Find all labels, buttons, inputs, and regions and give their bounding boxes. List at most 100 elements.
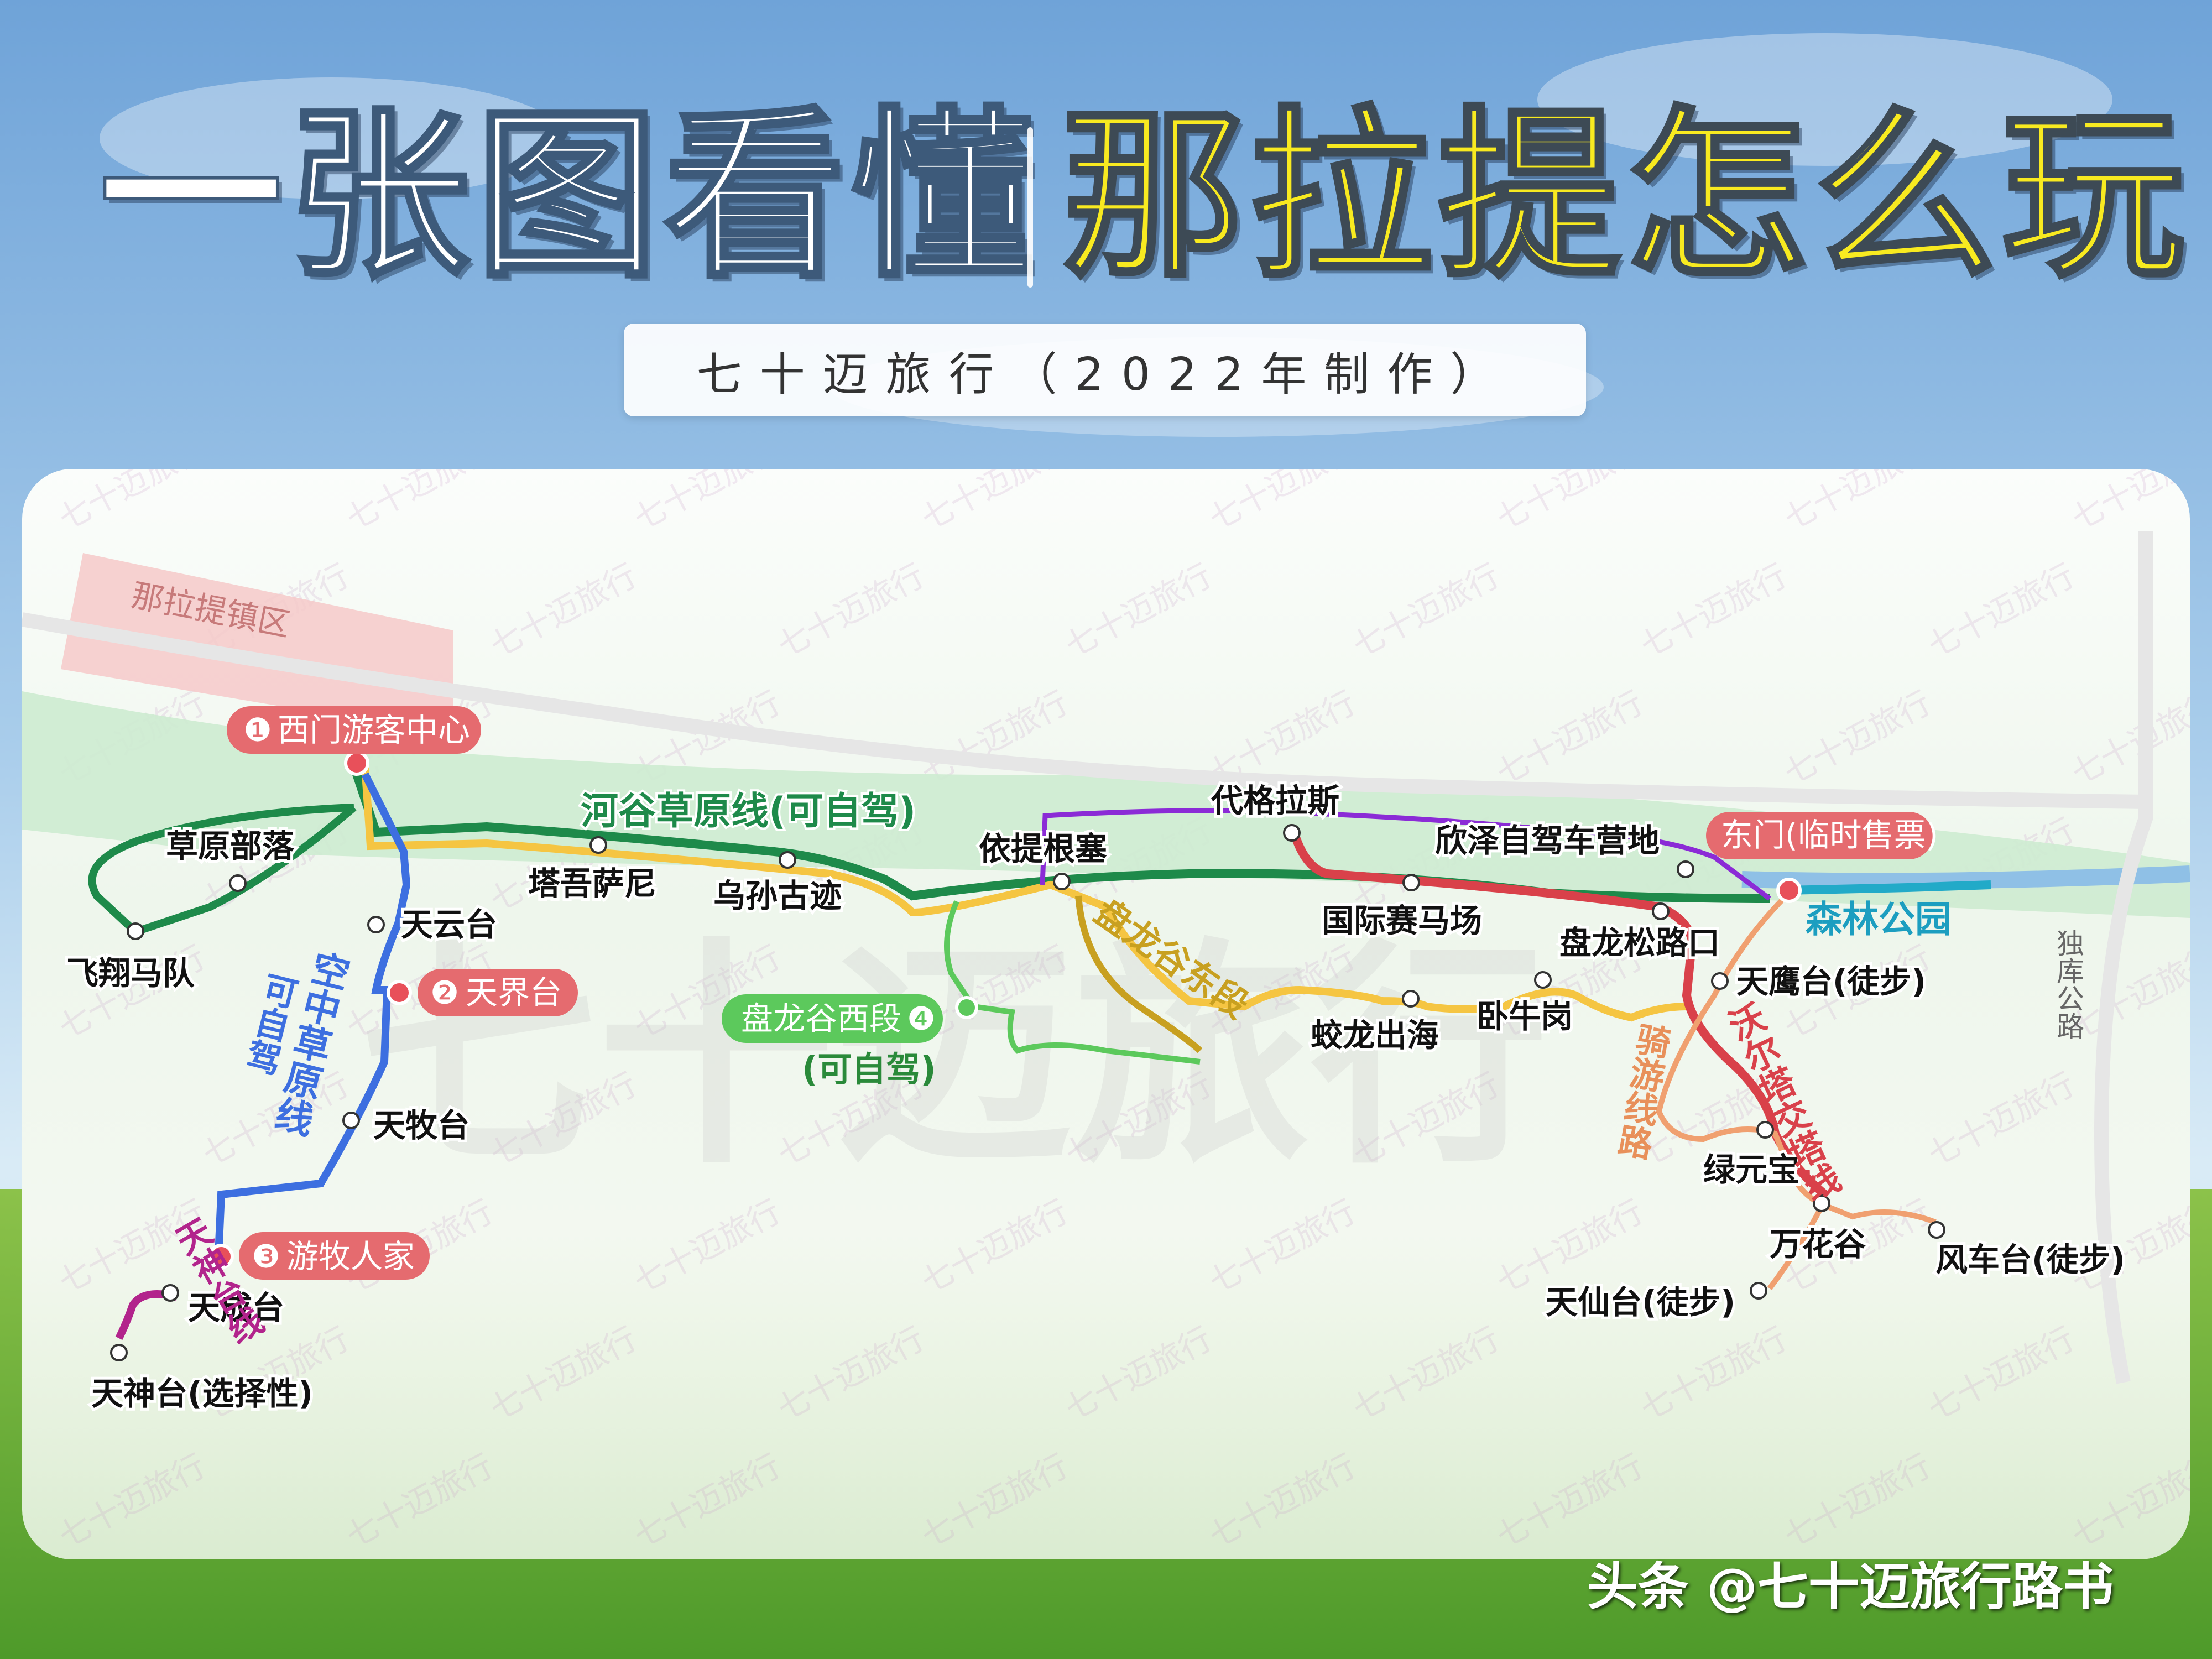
stop-wanhua: 万花谷 bbox=[1770, 1225, 1866, 1263]
stop-dot-tianmu bbox=[342, 1112, 360, 1129]
watermark-text: 七十迈旅行 bbox=[1778, 1447, 1937, 1555]
gate-dot-tianjie bbox=[387, 980, 412, 1005]
stop-panlong: 盘龙松路口 bbox=[1559, 924, 1720, 962]
watermark-text: 七十迈旅行 bbox=[2065, 938, 2212, 1046]
watermark-text: 七十迈旅行 bbox=[771, 556, 931, 665]
stop-dot-xinze bbox=[1677, 860, 1694, 878]
watermark-text: 七十迈旅行 bbox=[1203, 1447, 1362, 1555]
gate-east-badge bbox=[1706, 812, 1933, 859]
watermark-text: 七十迈旅行 bbox=[1634, 1319, 1793, 1428]
watermark-text: 七十迈旅行 bbox=[53, 429, 212, 538]
stop-dot-jiaolong bbox=[1402, 990, 1420, 1008]
stop-dot-panlong bbox=[1652, 902, 1670, 920]
watermark-text: 七十迈旅行 bbox=[1203, 429, 1362, 538]
stop-dot-feixiang bbox=[127, 922, 144, 940]
route-forest bbox=[1786, 880, 1991, 895]
big-watermark: 七十迈旅行 bbox=[359, 919, 1548, 1196]
stop-feixiang: 飞翔马队 bbox=[66, 954, 195, 992]
watermark-text: 七十迈旅行 bbox=[2065, 429, 2212, 538]
route-kongzhong bbox=[215, 772, 411, 1256]
watermark-text: 七十迈旅行 bbox=[771, 1319, 931, 1428]
route-label-hegu: 河谷草原线(可自驾) bbox=[581, 790, 916, 833]
stop-tianxian: 天仙台(徒步) bbox=[1546, 1284, 1735, 1321]
watermark-text: 七十迈旅行 bbox=[628, 1192, 787, 1301]
stop-dot-tiancheng bbox=[161, 1284, 179, 1302]
gate-dot-west bbox=[344, 750, 369, 776]
stop-fengche: 风车台(徒步) bbox=[1936, 1241, 2125, 1279]
stop-caoyuan: 草原部落 bbox=[166, 827, 295, 865]
watermark-text: 七十迈旅行 bbox=[915, 1447, 1074, 1555]
route-purple bbox=[1040, 808, 1771, 901]
watermark-text: 七十迈旅行 bbox=[915, 1192, 1074, 1301]
watermark-text: 七十迈旅行 bbox=[2209, 1319, 2212, 1428]
stop-dot-lvyuan bbox=[1756, 1121, 1774, 1139]
watermark-text: 七十迈旅行 bbox=[1059, 556, 1218, 665]
title-left: 一张图看懂 bbox=[98, 90, 1040, 302]
watermark-text: 七十迈旅行 bbox=[1922, 1065, 2081, 1173]
gate-tianjie-badge bbox=[418, 969, 578, 1016]
stop-woniu: 卧牛岗 bbox=[1477, 998, 1573, 1035]
route-east-valley bbox=[1075, 895, 1203, 1053]
stop-dot-woniu bbox=[1534, 971, 1552, 989]
watermark-text: 七十迈旅行 bbox=[628, 429, 787, 538]
stop-dot-fengche bbox=[1928, 1221, 1945, 1239]
stop-dot-wanhua bbox=[1813, 1194, 1830, 1212]
gate-youmu-badge bbox=[239, 1232, 430, 1280]
title-separator bbox=[1027, 127, 1033, 288]
watermark-text: 七十迈旅行 bbox=[1922, 556, 2081, 665]
river-band bbox=[22, 691, 2190, 918]
gate-tianjie-num: ❷ bbox=[430, 974, 459, 1011]
title-right: 那拉提怎么玩 bbox=[1060, 90, 2190, 302]
stop-dot-yiti bbox=[1053, 873, 1071, 890]
watermark-text: 七十迈旅行 bbox=[1203, 1192, 1362, 1301]
gate-west-num: ❶ bbox=[243, 711, 272, 749]
stop-dot-caoyuan bbox=[229, 874, 247, 892]
stop-yiti: 依提根塞 bbox=[979, 830, 1107, 868]
watermark-text: 七十迈旅行 bbox=[1778, 429, 1937, 538]
watermark-text: 七十迈旅行 bbox=[1922, 1319, 2081, 1428]
watermark-text: 七十迈旅行 bbox=[53, 1447, 212, 1555]
gate-youmu-label: 游牧人家 bbox=[286, 1238, 415, 1275]
route-tianshen bbox=[115, 1290, 178, 1340]
valley-west-badge bbox=[722, 994, 943, 1043]
subtitle-banner: 七十迈旅行（2022年制作） bbox=[624, 324, 1586, 416]
watermark-text: 七十迈旅行 bbox=[1778, 684, 1937, 792]
stop-daige: 代格拉斯 bbox=[1211, 782, 1339, 820]
stop-wusun: 乌孙古迹 bbox=[713, 877, 842, 915]
stop-tianyun: 天云台 bbox=[401, 906, 497, 943]
stop-dot-tianying bbox=[1711, 972, 1729, 990]
stop-lvyuan: 绿元宝 bbox=[1703, 1151, 1799, 1188]
gate-dot-youmu bbox=[208, 1244, 234, 1269]
watermark-text: 七十迈旅行 bbox=[484, 1319, 643, 1428]
watermark-text: 七十迈旅行 bbox=[2065, 1447, 2212, 1555]
town-area bbox=[61, 553, 453, 735]
watermark-text: 七十迈旅行 bbox=[2209, 1065, 2212, 1173]
stop-guoji: 国际赛马场 bbox=[1322, 902, 1482, 940]
watermark-text: 七十迈旅行 bbox=[1490, 1447, 1650, 1555]
footer-credit: 头条 @七十迈旅行路书 bbox=[1587, 1557, 2114, 1616]
valley-west-note: (可自驾) bbox=[802, 1049, 936, 1089]
watermark-text: 七十迈旅行 bbox=[1347, 556, 1506, 665]
watermark-text: 七十迈旅行 bbox=[1347, 1319, 1506, 1428]
stop-xinze: 欣泽自驾车营地 bbox=[1435, 822, 1660, 859]
route-label-road: 独库公路 bbox=[2052, 929, 2084, 1040]
stop-dot-daige bbox=[1283, 824, 1301, 842]
stop-dot-tianyun bbox=[367, 916, 385, 933]
stop-dot-tawu bbox=[589, 836, 607, 854]
route-label-forest: 森林公园 bbox=[1806, 898, 1952, 941]
watermark-text: 七十迈旅行 bbox=[915, 429, 1074, 538]
watermark-text: 七十迈旅行 bbox=[1490, 429, 1650, 538]
stop-tianying: 天鹰台(徒步) bbox=[1736, 963, 1926, 1000]
watermark-text: 七十迈旅行 bbox=[484, 556, 643, 665]
route-caoyuan-loop bbox=[88, 804, 357, 936]
watermark-text: 七十迈旅行 bbox=[1634, 556, 1793, 665]
stop-tianmu: 天牧台 bbox=[373, 1107, 469, 1144]
stop-jiaolong: 蛟龙出海 bbox=[1311, 1016, 1439, 1054]
gate-west-badge bbox=[227, 706, 481, 754]
stop-dot-tianshen bbox=[110, 1344, 128, 1361]
valley-west-label: 盘龙谷西段 bbox=[741, 1000, 901, 1037]
route-yellow bbox=[361, 765, 1687, 1022]
valley-west-dot bbox=[955, 996, 978, 1019]
watermark-text: 七十迈旅行 bbox=[2209, 556, 2212, 665]
